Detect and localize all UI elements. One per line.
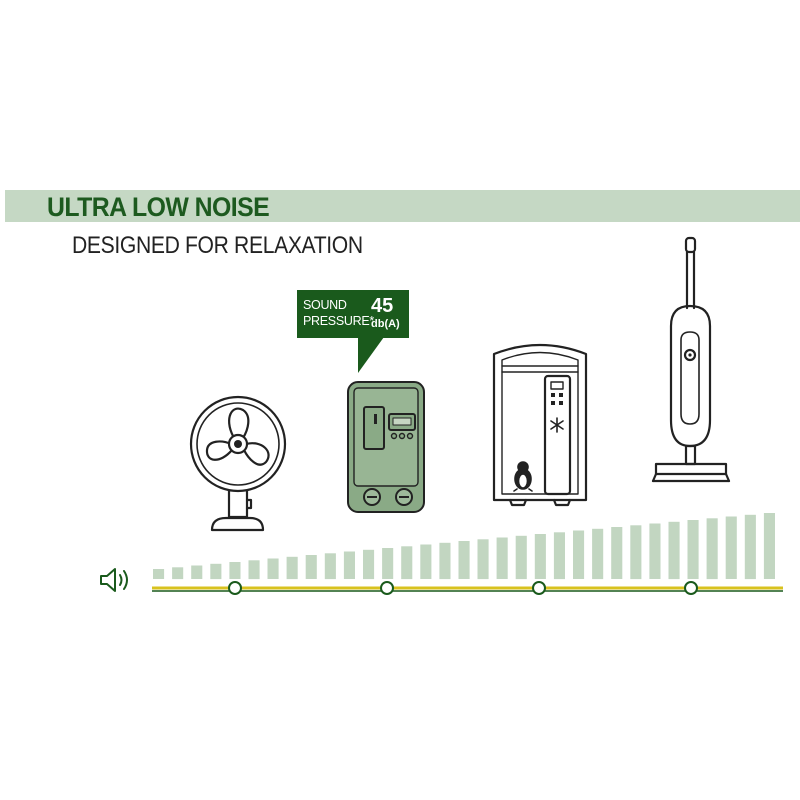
sound-pressure-callout: SOUND PRESSURE* 45 db(A): [297, 290, 409, 338]
scale-bar: [592, 528, 604, 580]
scale-bar: [515, 535, 527, 580]
scale-bar: [343, 551, 355, 579]
scale-bar: [725, 516, 737, 579]
scale-bar: [267, 558, 279, 579]
callout-label-line1: SOUND: [303, 298, 347, 312]
scale-bar: [477, 539, 489, 580]
scale-bar: [649, 523, 661, 579]
axis-marker-pump: [380, 581, 394, 595]
scale-bar: [687, 520, 699, 579]
noise-scale-bars: [153, 513, 775, 580]
callout-label-line2: PRESSURE*: [303, 314, 374, 328]
scale-bar: [439, 542, 451, 580]
scale-bar: [363, 549, 375, 580]
scale-bar: [172, 567, 184, 580]
scale-bar: [534, 534, 546, 579]
scale-bar: [668, 521, 680, 580]
axis-marker-fan: [228, 581, 242, 595]
scale-bar: [286, 556, 298, 580]
callout-pointer: [358, 337, 384, 373]
axis-marker-ac: [532, 581, 546, 595]
scale-bar: [420, 544, 432, 579]
title-band: [5, 190, 800, 222]
scale-bar: [706, 518, 718, 580]
scale-bar: [496, 537, 508, 579]
axis-marker-vacuum: [684, 581, 698, 595]
scale-bar: [382, 548, 394, 579]
speaker-icon: [100, 568, 128, 592]
scale-bar: [229, 562, 241, 579]
noise-axis: [152, 581, 783, 595]
page-title: ULTRA LOW NOISE: [47, 192, 270, 222]
scale-bar: [630, 525, 642, 580]
sound-pressure-value: 45: [371, 295, 394, 317]
air-conditioner-icon: [492, 343, 588, 507]
scale-bar: [191, 565, 203, 579]
pump-device-icon: [347, 381, 425, 513]
page-subtitle: DESIGNED FOR RELAXATION: [72, 232, 363, 259]
snowflake-icon: [550, 417, 564, 433]
fan-icon: [189, 395, 287, 532]
scale-bar: [401, 546, 413, 580]
scale-bar: [744, 514, 756, 580]
scale-bar: [324, 553, 336, 580]
scale-bar: [248, 560, 260, 580]
vacuum-cleaner-icon: [651, 236, 731, 483]
scale-bar: [611, 527, 623, 579]
sound-pressure-unit: db(A): [371, 318, 400, 330]
penguin-icon: [513, 461, 533, 492]
callout-label: SOUND PRESSURE*: [303, 297, 374, 329]
scale-bar: [763, 513, 775, 579]
scale-bar: [553, 532, 565, 580]
scale-bar: [458, 541, 470, 579]
scale-bar: [210, 563, 222, 580]
scale-bar: [573, 530, 585, 579]
scale-bar: [305, 555, 317, 579]
scale-bar: [153, 569, 165, 579]
